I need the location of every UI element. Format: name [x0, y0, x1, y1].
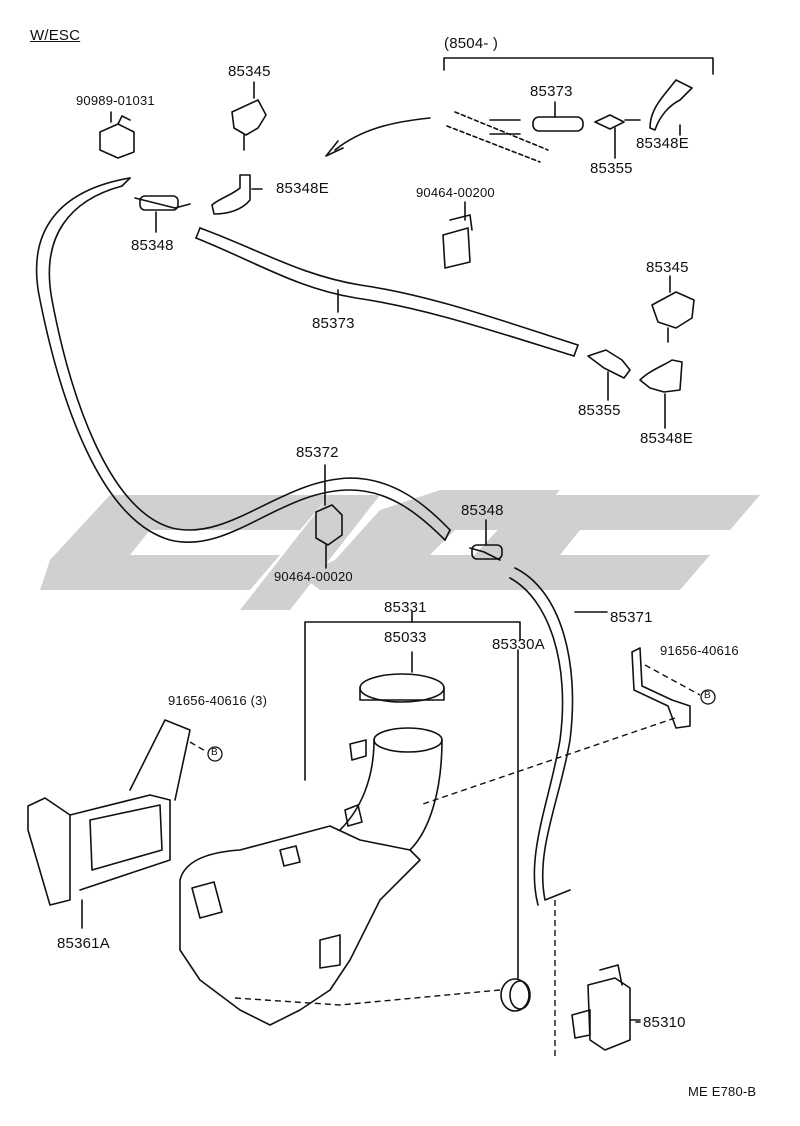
label-85345-right: 85345: [646, 259, 689, 276]
dashed-lines: [189, 664, 701, 1060]
label-91656-40616-left: 91656-40616 (3): [168, 693, 268, 708]
label-85371: 85371: [610, 609, 653, 626]
label-85348-upper: 85348: [131, 237, 174, 254]
label-85330a: 85330A: [492, 636, 545, 653]
label-85331: 85331: [384, 599, 427, 616]
label-85310: 85310: [643, 1014, 686, 1031]
label-85033: 85033: [384, 629, 427, 646]
label-85348-middle: 85348: [461, 502, 504, 519]
label-85355-inset: 85355: [590, 160, 633, 177]
label-85348e-right: 85348E: [640, 430, 693, 447]
ref-b-left-text: B: [211, 747, 218, 758]
label-91656-40616-right: 91656-40616: [660, 643, 739, 658]
label-85372: 85372: [296, 444, 339, 461]
group-ref-label: (8504- ): [444, 35, 499, 52]
label-85355-right: 85355: [578, 402, 621, 419]
label-85361a: 85361A: [57, 935, 110, 952]
label-90989-01031: 90989-01031: [76, 93, 155, 108]
label-85373-hose: 85373: [312, 315, 355, 332]
watermark-logo: [40, 490, 760, 610]
variant-label: W/ESC: [30, 27, 81, 44]
label-85348e-inset: 85348E: [636, 135, 689, 152]
footer-code: ME E780-B: [688, 1084, 757, 1099]
label-85345-left: 85345: [228, 63, 271, 80]
label-85348e-upper-left: 85348E: [276, 180, 329, 197]
label-85373-inset: 85373: [530, 83, 573, 100]
diagram-lines: [27, 57, 714, 1051]
ref-circle-b-right: [700, 689, 716, 705]
label-90464-00200: 90464-00200: [416, 185, 495, 200]
ref-circle-b-left: [207, 746, 223, 762]
ref-b-right-text: B: [704, 690, 711, 701]
label-90464-00020: 90464-00020: [274, 569, 353, 584]
